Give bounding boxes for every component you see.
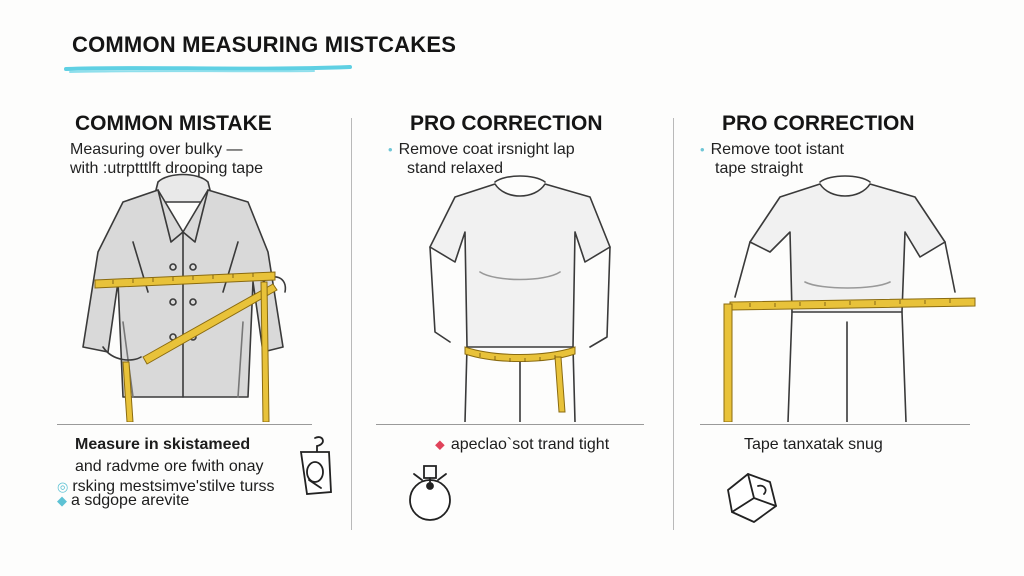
teeshirt-person-icon <box>723 175 976 422</box>
tip-line: Tape tanxatak snug <box>744 436 883 453</box>
page-title: COMMON MEASURING MISTCAKES <box>72 32 457 57</box>
location-pin-icon: ⬥ <box>435 436 445 452</box>
tip-text: apeclao`sot trand tight <box>450 436 610 453</box>
tip-text: rsking mestsimve'stilve turss <box>72 478 275 495</box>
caption-line-1: Remove coat irsnight lap <box>398 141 575 158</box>
bullet-icon: • <box>700 142 705 157</box>
bullet-icon: • <box>388 142 393 157</box>
column-pro-correction-1: PRO CORRECTION • Remove coat irsnight lap… <box>376 110 680 550</box>
caption-line-1: Remove toot istant <box>710 141 844 158</box>
tealdot-icon: ◆ <box>57 493 67 508</box>
column-rule <box>57 424 312 425</box>
column-caption: Measuring over bulky — with :utrptttlft … <box>70 140 263 178</box>
tip-text: a sdgope arevite <box>71 492 190 509</box>
column-rule <box>376 424 644 425</box>
column-pro-correction-2: PRO CORRECTION • Remove toot istant tape … <box>700 110 1000 550</box>
column-heading: COMMON MISTAKE <box>75 112 272 135</box>
tip-line: ⬥ apeclao`sot trand tight <box>435 434 609 455</box>
column-rule <box>700 424 970 425</box>
caption-line-2: stand relaxed <box>407 160 504 177</box>
caption-line-1: Measuring over bulky — <box>70 141 243 158</box>
column-divider-2 <box>673 118 674 530</box>
tip-line: ◆ a sdgope arevite <box>57 490 189 511</box>
column-heading: PRO CORRECTION <box>722 112 915 135</box>
stopwatch-icon <box>409 465 451 521</box>
tip-heading: Measure in skistameed <box>75 436 251 453</box>
tip-line: and radvme ore fwith onay <box>75 458 264 475</box>
coat-person-icon <box>82 173 287 422</box>
tip-line: ◎rsking mestsimve'stilve turss <box>57 476 275 497</box>
caption-line-2: with :utrptttlft drooping tape <box>70 160 263 177</box>
tshirt-person-icon <box>429 175 611 422</box>
tealdot-icon: ◎ <box>57 479 69 494</box>
column-caption: • Remove coat irsnight lap stand relaxed <box>388 140 575 178</box>
title-underline <box>64 65 352 73</box>
column-heading: PRO CORRECTION <box>410 112 603 135</box>
caption-line-2: tape straight <box>715 160 804 177</box>
column-divider-1 <box>351 118 352 530</box>
tape-roll-icon <box>727 473 777 523</box>
hanger-icon <box>299 436 332 495</box>
column-caption: • Remove toot istant tape straight <box>700 140 844 178</box>
column-common-mistake: COMMON MISTAKE Measuring over bulky — wi… <box>55 110 355 550</box>
